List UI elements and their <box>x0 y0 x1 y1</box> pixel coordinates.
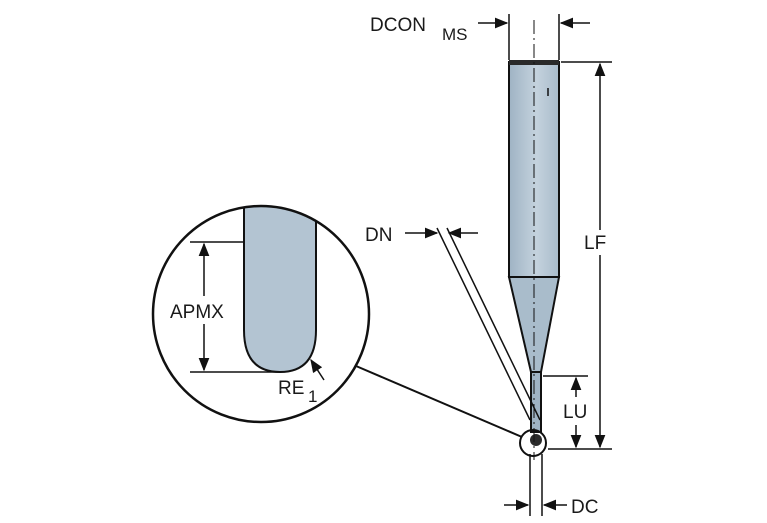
lu-label: LU <box>563 402 587 423</box>
re-label: RE <box>278 378 304 399</box>
dcon-ms-dimension: DCON MS <box>370 14 590 60</box>
detail-ball-nose-profile <box>243 206 317 374</box>
detail-leader-line <box>355 365 523 438</box>
dc-label: DC <box>571 497 598 518</box>
tool-ball-tip <box>530 434 542 446</box>
tool-body <box>507 20 561 460</box>
re-subscript: 1 <box>308 387 317 406</box>
lu-dimension: LU <box>543 375 588 449</box>
dn-dimension: DN <box>365 225 541 421</box>
tip-detail-view: APMX RE 1 <box>151 204 371 424</box>
tool-neck <box>530 371 542 433</box>
apmx-label: APMX <box>170 302 224 323</box>
dn-extension-line-left <box>436 227 531 421</box>
dn-extension-line-right <box>446 227 541 421</box>
detail-circle-outline <box>151 204 371 424</box>
dcon-label: DCON <box>370 15 426 36</box>
dcon-subscript: MS <box>442 25 468 44</box>
tip-detail-marker-circle <box>519 429 547 457</box>
lf-label: LF <box>584 233 606 254</box>
dc-dimension: DC <box>504 454 598 518</box>
re-arrow <box>310 358 325 381</box>
lf-dimension: LF <box>548 61 612 450</box>
dn-label: DN <box>365 225 392 246</box>
